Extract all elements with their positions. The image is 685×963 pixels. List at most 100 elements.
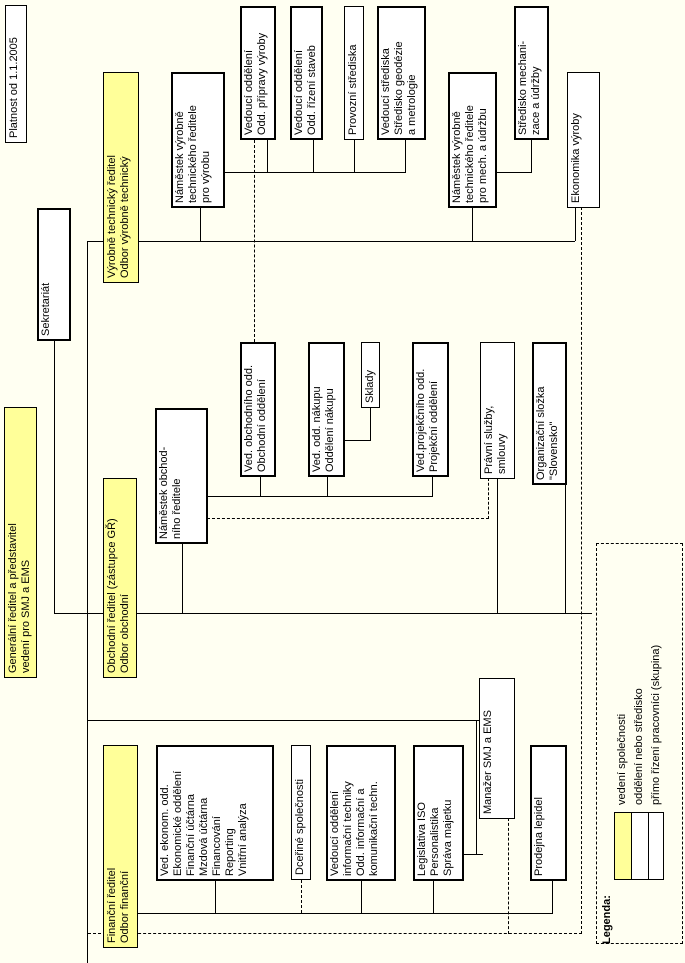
commercial-deputy-label: ního ředitele [171, 478, 183, 539]
connector [370, 407, 371, 441]
connector [476, 720, 477, 854]
legal-label: smlouvy [496, 433, 508, 474]
shop-box [530, 745, 567, 881]
connector [496, 172, 532, 173]
warehouses-label: Sklady [364, 369, 376, 403]
dashed-connector [207, 518, 489, 519]
connector [531, 140, 532, 173]
sales-dept-box [240, 342, 276, 477]
mech-deputy-box [448, 72, 497, 208]
subsidiaries-label: Dceřiné společnosti [294, 779, 306, 875]
purchasing-label: Oddělení nákupu [324, 388, 336, 472]
warehouses-box [361, 342, 380, 408]
connector [54, 613, 592, 614]
economics-label: Ekonomika výroby [570, 113, 582, 203]
validity-label: Platnost od 1.1.2005 [8, 37, 20, 138]
economic-dept-label: Financování [211, 816, 223, 876]
production-prep-box [240, 6, 276, 140]
construction-mgmt-label: Odd. řízení staveb [306, 45, 318, 135]
connector [432, 476, 433, 497]
mech-deputy-label: pro mech. a údržbu [477, 108, 489, 203]
production-deputy-label: technického ředitele [187, 105, 199, 203]
sales-dept-label: Obchodní oddělení [256, 379, 268, 472]
commercial-deputy-box [155, 408, 208, 544]
design-dept-box [412, 342, 449, 477]
connector [207, 496, 433, 497]
connector [327, 476, 328, 497]
subsidiaries-box [291, 745, 311, 880]
it-dept-box [326, 745, 396, 881]
legal-box [480, 342, 515, 479]
legend-title: Legenda: [601, 895, 613, 944]
secretariat-box [37, 208, 71, 341]
secretariat-label: Sekretariát [40, 282, 52, 336]
general-director-label: vedení pro SMJ a EMS [20, 559, 32, 673]
legend-swatch-management [614, 812, 632, 880]
finance-director-box [103, 745, 138, 948]
it-dept-label: Vedoucí oddělení [329, 790, 341, 876]
production-prep-label: Vedoucí oddělení [243, 49, 255, 135]
operating-centres-box [344, 6, 364, 140]
geodesy-box [377, 6, 426, 140]
geodesy-label: a metrologie [406, 74, 418, 135]
mech-deputy-label: technického ředitele [464, 105, 476, 203]
connector [138, 913, 553, 914]
connector [87, 241, 575, 242]
connector [345, 440, 371, 441]
shop-label: Prodejna lepidel [533, 797, 545, 876]
economic-dept-label: Ekonomické oddělení [172, 770, 184, 876]
technical-director-label: Výrobně technický ředitel [106, 155, 118, 278]
connector [224, 172, 406, 173]
general-director-label: Generální ředitel a představitel [7, 523, 19, 673]
connector [361, 880, 362, 913]
economics-box [567, 72, 600, 208]
mech-centre-box [514, 6, 549, 140]
general-director-box [4, 407, 37, 678]
economic-dept-box [156, 745, 274, 881]
construction-mgmt-box [290, 6, 323, 140]
design-dept-label: Ved.projekčního odd. [415, 368, 427, 472]
operating-centres-label: Provozní střediska [347, 44, 359, 135]
connector [552, 880, 553, 914]
connector [260, 476, 261, 497]
finance-director-label: Odbor finanční [119, 870, 131, 943]
dashed-connector [581, 207, 582, 934]
smj-manager-box [479, 678, 515, 819]
technical-director-label: Odbor výrobně technický [119, 156, 131, 278]
connector [433, 880, 434, 913]
geodesy-label: Středisko geodézie [393, 41, 405, 135]
sales-dept-label: Ved. obchodního odd. [243, 364, 255, 472]
design-dept-label: Projekční oddělení [428, 380, 440, 472]
legend [596, 543, 683, 944]
commercial-director-label: Odbor obchodní [119, 594, 131, 673]
mech-centre-label: Středisko mechani- [517, 40, 529, 135]
economic-dept-label: Finanční účtárna [185, 794, 197, 876]
production-deputy-label: pro výrobu [200, 151, 212, 203]
connector [497, 478, 498, 613]
legal-label: Právní služby, [483, 405, 495, 474]
connector [565, 484, 566, 613]
dashed-connector [88, 933, 582, 934]
slovensko-label: "Slovensko" [548, 421, 560, 480]
legislative-label: Personalistika [429, 807, 441, 876]
production-deputy-box [171, 72, 225, 208]
connector [182, 544, 183, 613]
legend-item-group: přímo řízení pracovníci (skupina) [650, 644, 662, 805]
it-dept-label: Odd. informační a [355, 788, 367, 876]
dashed-connector [508, 818, 509, 934]
finance-director-label: Finanční ředitel [106, 867, 118, 943]
purchasing-label: Ved. odd. nákupu [311, 386, 323, 472]
slovensko-label: Organizační složka [535, 386, 547, 480]
connector [354, 140, 355, 173]
connector [472, 207, 473, 241]
connector [575, 207, 576, 241]
commercial-deputy-label: Náměstek obchod- [158, 446, 170, 539]
mech-deputy-label: Náměstek výrobně [451, 111, 463, 203]
connector [463, 854, 483, 855]
connector [215, 880, 216, 913]
it-dept-label: komunikační techn. [368, 781, 380, 876]
construction-mgmt-label: Vedoucí oddělení [293, 49, 305, 135]
legend-item-department: oddělení nebo středisko [633, 688, 645, 805]
production-deputy-label: Náměstek výrobně [174, 111, 186, 203]
